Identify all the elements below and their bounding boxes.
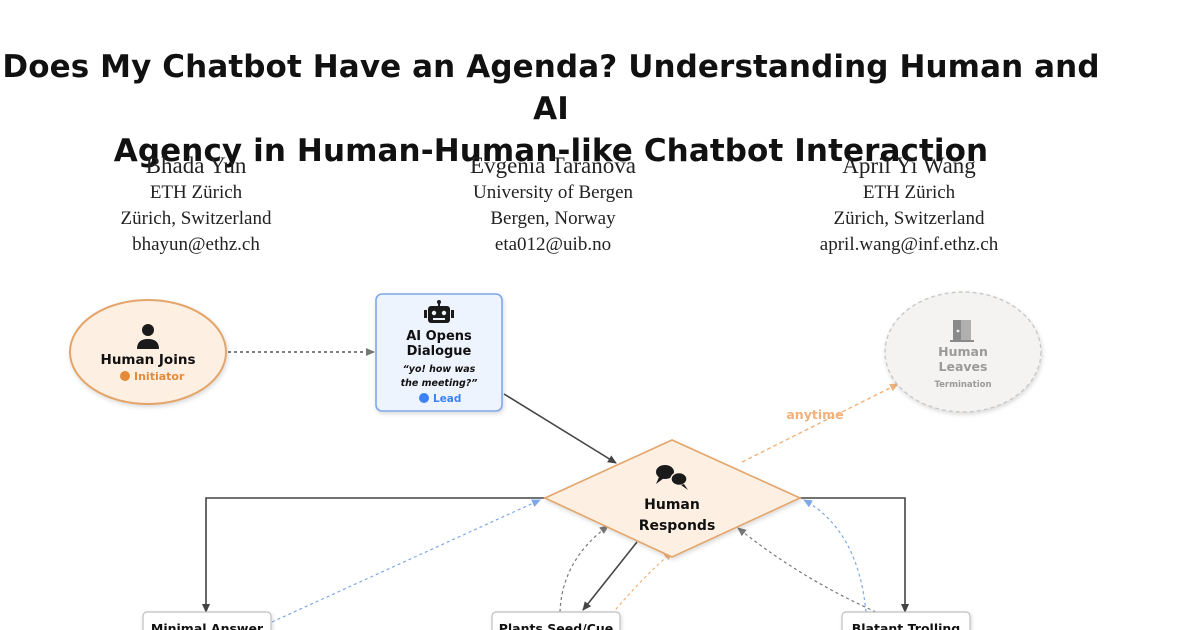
title-line-2: Agency in Human-Human-like Chatbot Inter…	[113, 133, 989, 169]
human-joins-title: Human Joins	[101, 352, 196, 368]
edge-ai-to-responds	[503, 393, 617, 464]
initiator-dot	[120, 371, 130, 381]
edge-responds-to-trolling	[800, 497, 909, 613]
author-name: April Yi Wang	[842, 153, 976, 178]
door-icon	[950, 320, 974, 342]
plants-seed-label: Plants Seed/Cue	[499, 621, 614, 630]
author-location: Zürich, Switzerland	[120, 208, 272, 229]
author-name: Bhada Yun	[145, 153, 247, 178]
title-line-1: Does My Chatbot Have an Agenda? Understa…	[2, 49, 1100, 127]
author-email[interactable]: eta012@uib.no	[494, 234, 612, 255]
author-email[interactable]: bhayun@ethz.ch	[132, 234, 260, 255]
edge-seed-to-responds-orange	[611, 551, 673, 615]
minimal-answer-node: Minimal Answer	[142, 611, 272, 630]
edge-trolling-to-responds-blue	[803, 499, 867, 613]
plants-seed-node: Plants Seed/Cue	[491, 611, 621, 630]
human-leaves-title-2: Leaves	[939, 359, 988, 374]
edge-responds-to-leaves	[741, 383, 899, 463]
minimal-answer-label: Minimal Answer	[151, 621, 264, 630]
lead-badge: Lead	[433, 393, 461, 405]
edge-seed-to-responds-gray	[559, 525, 609, 613]
termination-label: Termination	[934, 380, 991, 390]
author-location: Bergen, Norway	[490, 208, 616, 229]
human-responds-title-2: Responds	[639, 518, 716, 534]
human-joins-node: Human Joins Initiator	[69, 299, 227, 405]
edge-trolling-to-responds-gray	[737, 527, 877, 613]
ai-quote-1: “yo! how was	[403, 364, 476, 375]
author-location: Zürich, Switzerland	[833, 208, 985, 229]
chat-bubbles-icon	[656, 465, 688, 490]
anytime-label: anytime	[786, 407, 843, 422]
blatant-trolling-label: Blatant Trolling	[852, 621, 961, 630]
paper-title: Does My Chatbot Have an Agenda? Understa…	[0, 46, 1102, 172]
author-email[interactable]: april.wang@inf.ethz.ch	[819, 234, 999, 255]
edge-responds-to-minimal	[202, 497, 545, 613]
author-1: Bhada Yun ETH Zürich Zürich, Switzerland…	[36, 152, 356, 258]
human-leaves-title-1: Human	[938, 344, 988, 359]
human-responds-title-1: Human	[644, 497, 700, 513]
edge-minimal-to-responds	[271, 499, 541, 623]
blatant-trolling-node: Blatant Trolling	[841, 611, 971, 630]
author-affiliation: ETH Zürich	[149, 182, 243, 203]
author-affiliation: ETH Zürich	[862, 182, 956, 203]
human-responds-node: Human Responds	[543, 439, 802, 558]
human-leaves-node: Human Leaves Termination	[884, 291, 1042, 413]
ai-opens-node: AI Opens Dialogue “yo! how was the meeti…	[375, 293, 503, 412]
author-2: Evgenia Taranova University of Bergen Be…	[393, 152, 713, 258]
initiator-badge: Initiator	[134, 370, 185, 383]
author-name: Evgenia Taranova	[470, 153, 636, 178]
author-affiliation: University of Bergen	[472, 182, 634, 203]
lead-dot	[419, 393, 429, 403]
ai-quote-2: the meeting?”	[401, 378, 478, 389]
ai-opens-title-1: AI Opens	[406, 329, 472, 344]
robot-icon	[424, 300, 454, 323]
author-3: April Yi Wang ETH Zürich Zürich, Switzer…	[749, 152, 1069, 258]
person-icon	[137, 324, 159, 349]
interaction-flow-figure: anytime Human Joins Initiator AI Opens D…	[69, 291, 1042, 630]
ai-opens-title-2: Dialogue	[407, 344, 472, 359]
edge-responds-to-seed	[582, 541, 638, 611]
